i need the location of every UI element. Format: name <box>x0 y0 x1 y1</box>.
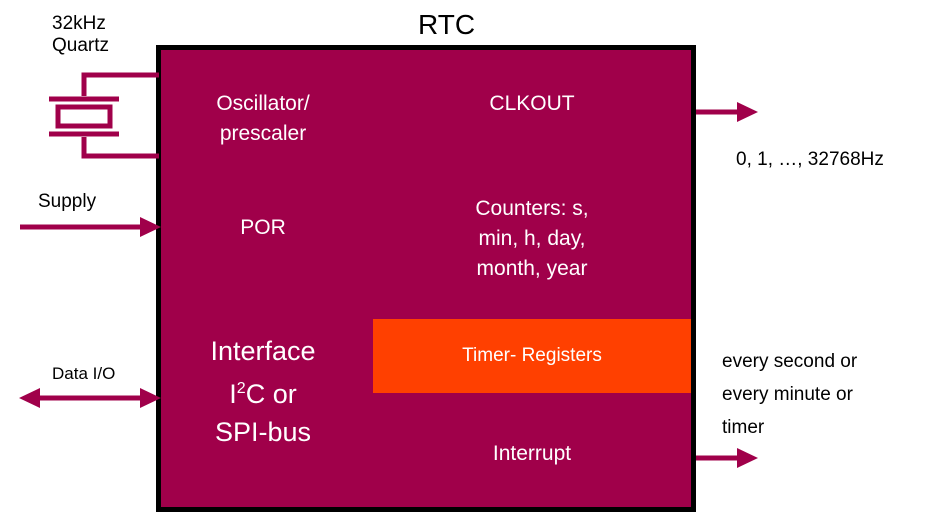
clkout-block: CLKOUT <box>373 50 691 157</box>
counters-line3: month, year <box>476 256 588 280</box>
por-block: POR <box>161 194 365 261</box>
interrupt-block: Interrupt <box>373 400 691 507</box>
timer-registers-label: Timer- Registers <box>462 345 602 366</box>
interface-line2: I2C or <box>229 379 297 409</box>
supply-arrow-head <box>140 217 161 237</box>
diagram-title: RTC <box>418 9 476 40</box>
timer-registers-block: Timer- Registers <box>373 319 691 393</box>
clkout-label: CLKOUT <box>489 91 575 115</box>
oscillator-prescaler-block: Oscillator/ prescaler <box>161 50 365 187</box>
counters-line1: Counters: s, <box>475 196 589 220</box>
interrupt-output-line3: timer <box>722 417 765 438</box>
interrupt-output-line1: every second or <box>722 351 858 372</box>
clkout-output-label: 0, 1, …, 32768Hz <box>736 149 884 170</box>
data-io-arrow-head-right <box>140 388 161 408</box>
por-label: POR <box>240 215 286 239</box>
data-io-arrow-head-left <box>19 388 40 408</box>
oscillator-line1: Oscillator/ <box>216 91 310 115</box>
quartz-label-line1: 32kHz <box>52 13 106 34</box>
interface-line1: Interface <box>210 336 316 366</box>
quartz-crystal-icon <box>55 104 113 129</box>
interface-block: Interface I2C or SPI-bus <box>161 268 365 507</box>
interrupt-output-line2: every minute or <box>722 384 853 405</box>
interrupt-arrow-head <box>737 448 758 468</box>
supply-label: Supply <box>38 191 97 212</box>
interface-line3: SPI-bus <box>214 417 312 447</box>
counters-line2: min, h, day, <box>478 226 586 250</box>
quartz-label-line2: Quartz <box>52 35 110 56</box>
counters-block: Counters: s, min, h, day, month, year <box>373 164 691 313</box>
quartz-wire-bottom <box>81 137 159 159</box>
data-io-label: Data I/O <box>52 364 116 383</box>
oscillator-line2: prescaler <box>219 121 307 145</box>
interrupt-label: Interrupt <box>492 441 572 465</box>
clkout-arrow-head <box>737 102 758 122</box>
quartz-wire-top <box>81 72 159 96</box>
